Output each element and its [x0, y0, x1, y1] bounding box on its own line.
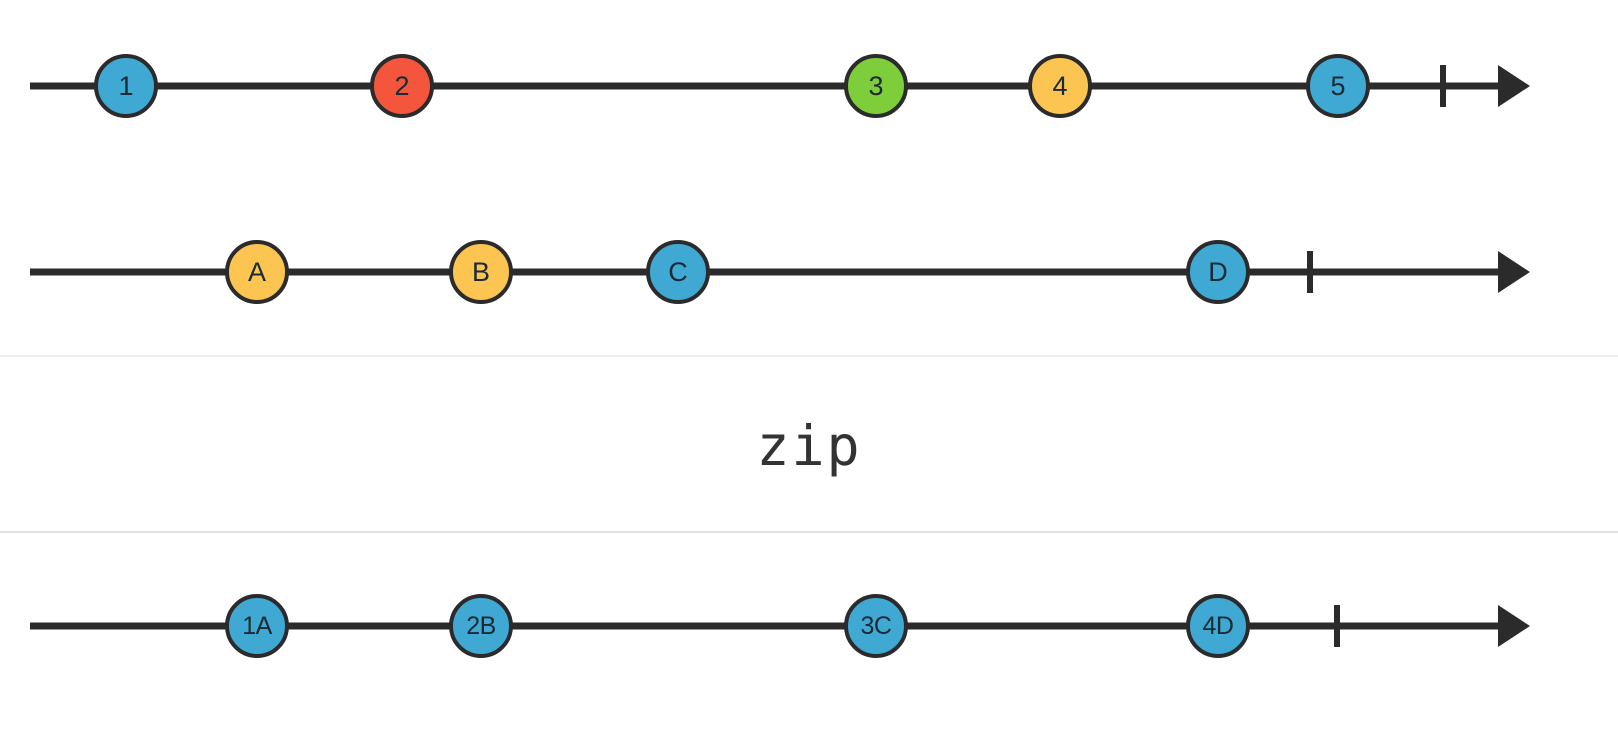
- marble: 5: [1306, 54, 1370, 118]
- operator-name-label: zip: [756, 414, 862, 478]
- timeline-source-2: A B C D: [0, 217, 1618, 327]
- timeline-arrowhead-icon: [1498, 65, 1530, 107]
- output-stream-band: 1A 2B 3C 4D: [0, 533, 1618, 730]
- marble: B: [449, 240, 513, 304]
- marble: 1A: [225, 594, 289, 658]
- marble: D: [1186, 240, 1250, 304]
- timeline-arrowhead-icon: [1498, 251, 1530, 293]
- marble: 4D: [1186, 594, 1250, 658]
- timeline-source-1: 1 2 3 4 5: [0, 31, 1618, 141]
- timeline-result: 1A 2B 3C 4D: [0, 571, 1618, 681]
- marble: A: [225, 240, 289, 304]
- operator-band: zip: [0, 355, 1618, 533]
- marble: 4: [1028, 54, 1092, 118]
- timeline-axis: [30, 65, 1530, 107]
- marble: C: [646, 240, 710, 304]
- marble: 2: [370, 54, 434, 118]
- input-streams-band: 1 2 3 4 5 A B C D: [0, 0, 1618, 355]
- marble: 3C: [844, 594, 908, 658]
- marble: 1: [94, 54, 158, 118]
- marble: 2B: [449, 594, 513, 658]
- timeline-arrowhead-icon: [1498, 605, 1530, 647]
- marble: 3: [844, 54, 908, 118]
